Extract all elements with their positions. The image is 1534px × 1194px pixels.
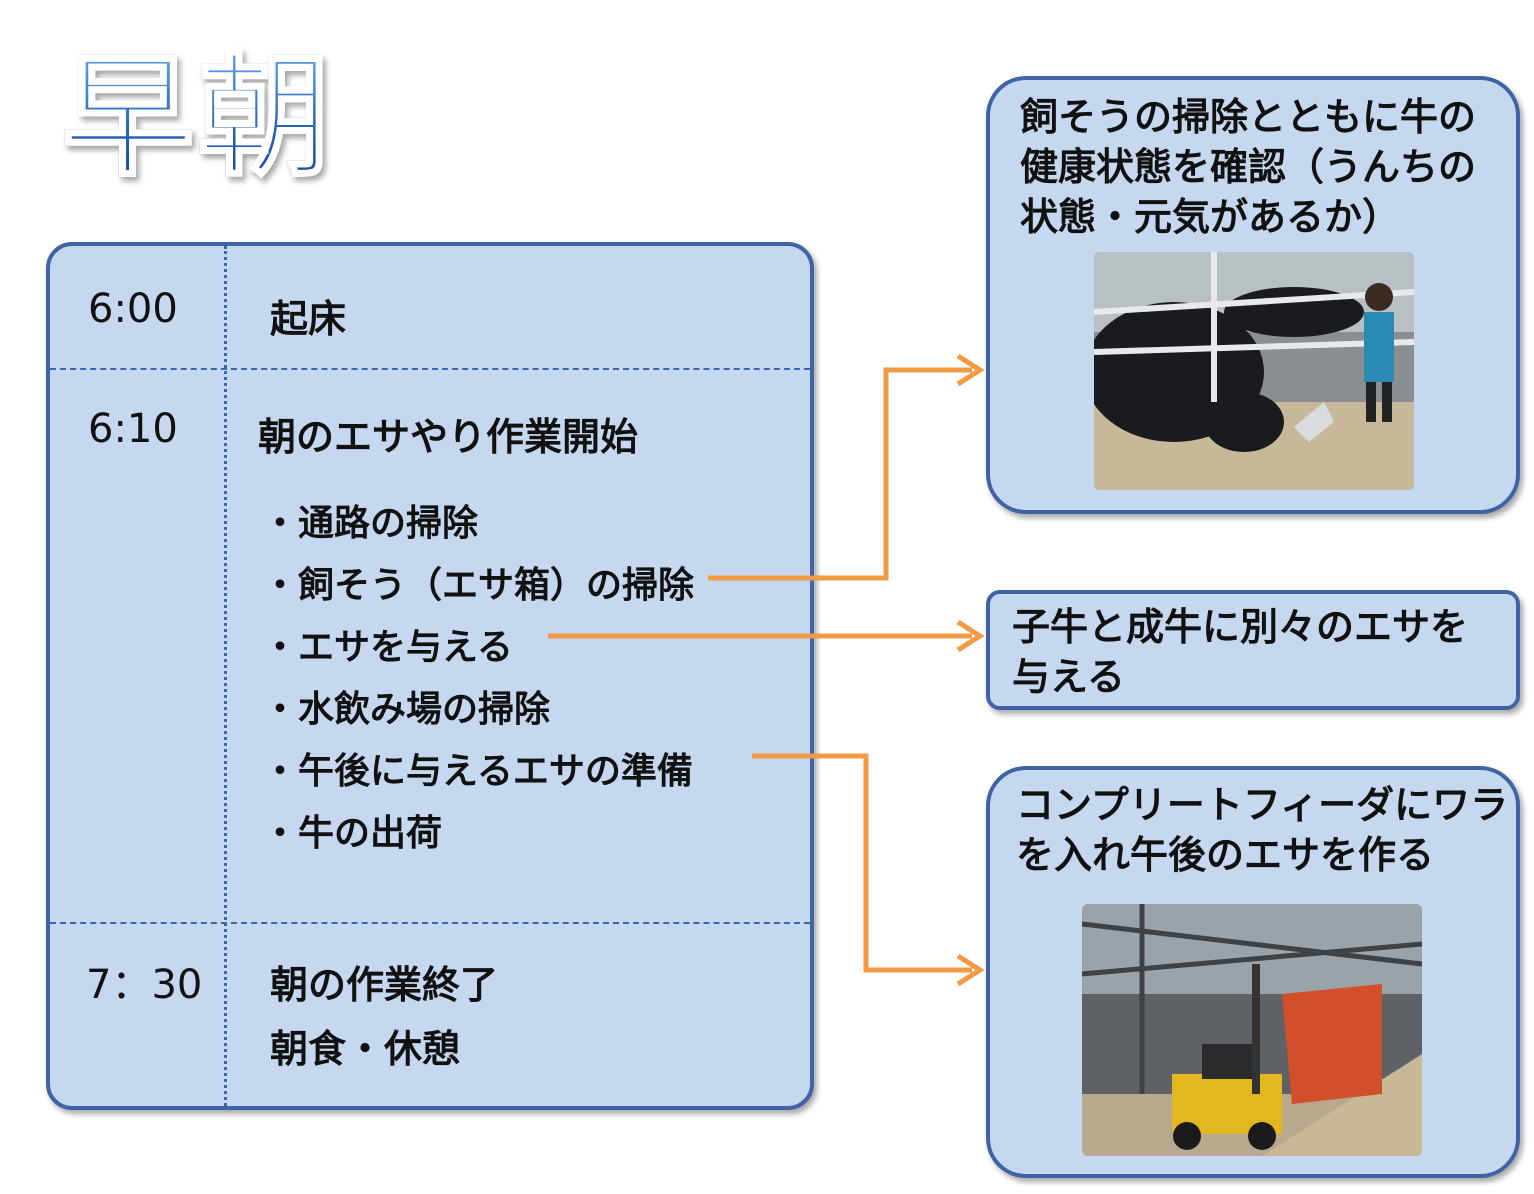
task-item: ・通路の掃除 [262, 503, 479, 544]
column-divider [224, 246, 227, 1106]
task-item: ・牛の出荷 [262, 813, 443, 854]
row-divider [50, 922, 810, 924]
row-divider [50, 368, 810, 370]
arrow-to-trough-note [708, 367, 972, 581]
task-item: ・午後に与えるエサの準備 [262, 751, 693, 792]
note-text: 子牛と成牛に別々のエサを 与える [1012, 605, 1469, 699]
feeder-photo [1082, 904, 1422, 1156]
work-end-label: 朝の作業終了 [270, 963, 499, 1007]
note-text: 飼そうの掃除とともに牛の 健康状態を確認（うんちの 状態・元気があるか） [1020, 95, 1477, 239]
time-7-30: 7：30 [86, 962, 203, 1008]
time-6-00: 6:00 [88, 286, 178, 332]
note-text: コンプリートフィーダにワラ を入れ午後のエサを作る [1016, 783, 1509, 877]
page-title: 早朝 [61, 41, 334, 195]
breakfast-label: 朝食・休憩 [270, 1027, 461, 1071]
note-card-trough: 飼そうの掃除とともに牛の 健康状態を確認（うんちの 状態・元気があるか） [986, 76, 1520, 514]
arrow-to-feeder-note [752, 753, 972, 973]
task-item: ・水飲み場の掃除 [262, 689, 551, 730]
wake-up-label: 起床 [270, 297, 347, 341]
cattle-photo [1094, 252, 1414, 490]
task-item: ・エサを与える [262, 627, 513, 668]
note-card-feed: 子牛と成牛に別々のエサを 与える [986, 590, 1520, 710]
feeding-start-label: 朝のエサやり作業開始 [258, 415, 639, 459]
time-6-10: 6:10 [88, 406, 178, 452]
task-item: ・飼そう（エサ箱）の掃除 [262, 565, 695, 606]
schedule-table: 6:00 起床 6:10 朝のエサやり作業開始 ・通路の掃除 ・飼そう（エサ箱）… [46, 242, 814, 1110]
note-card-feeder: コンプリートフィーダにワラ を入れ午後のエサを作る [986, 766, 1520, 1178]
